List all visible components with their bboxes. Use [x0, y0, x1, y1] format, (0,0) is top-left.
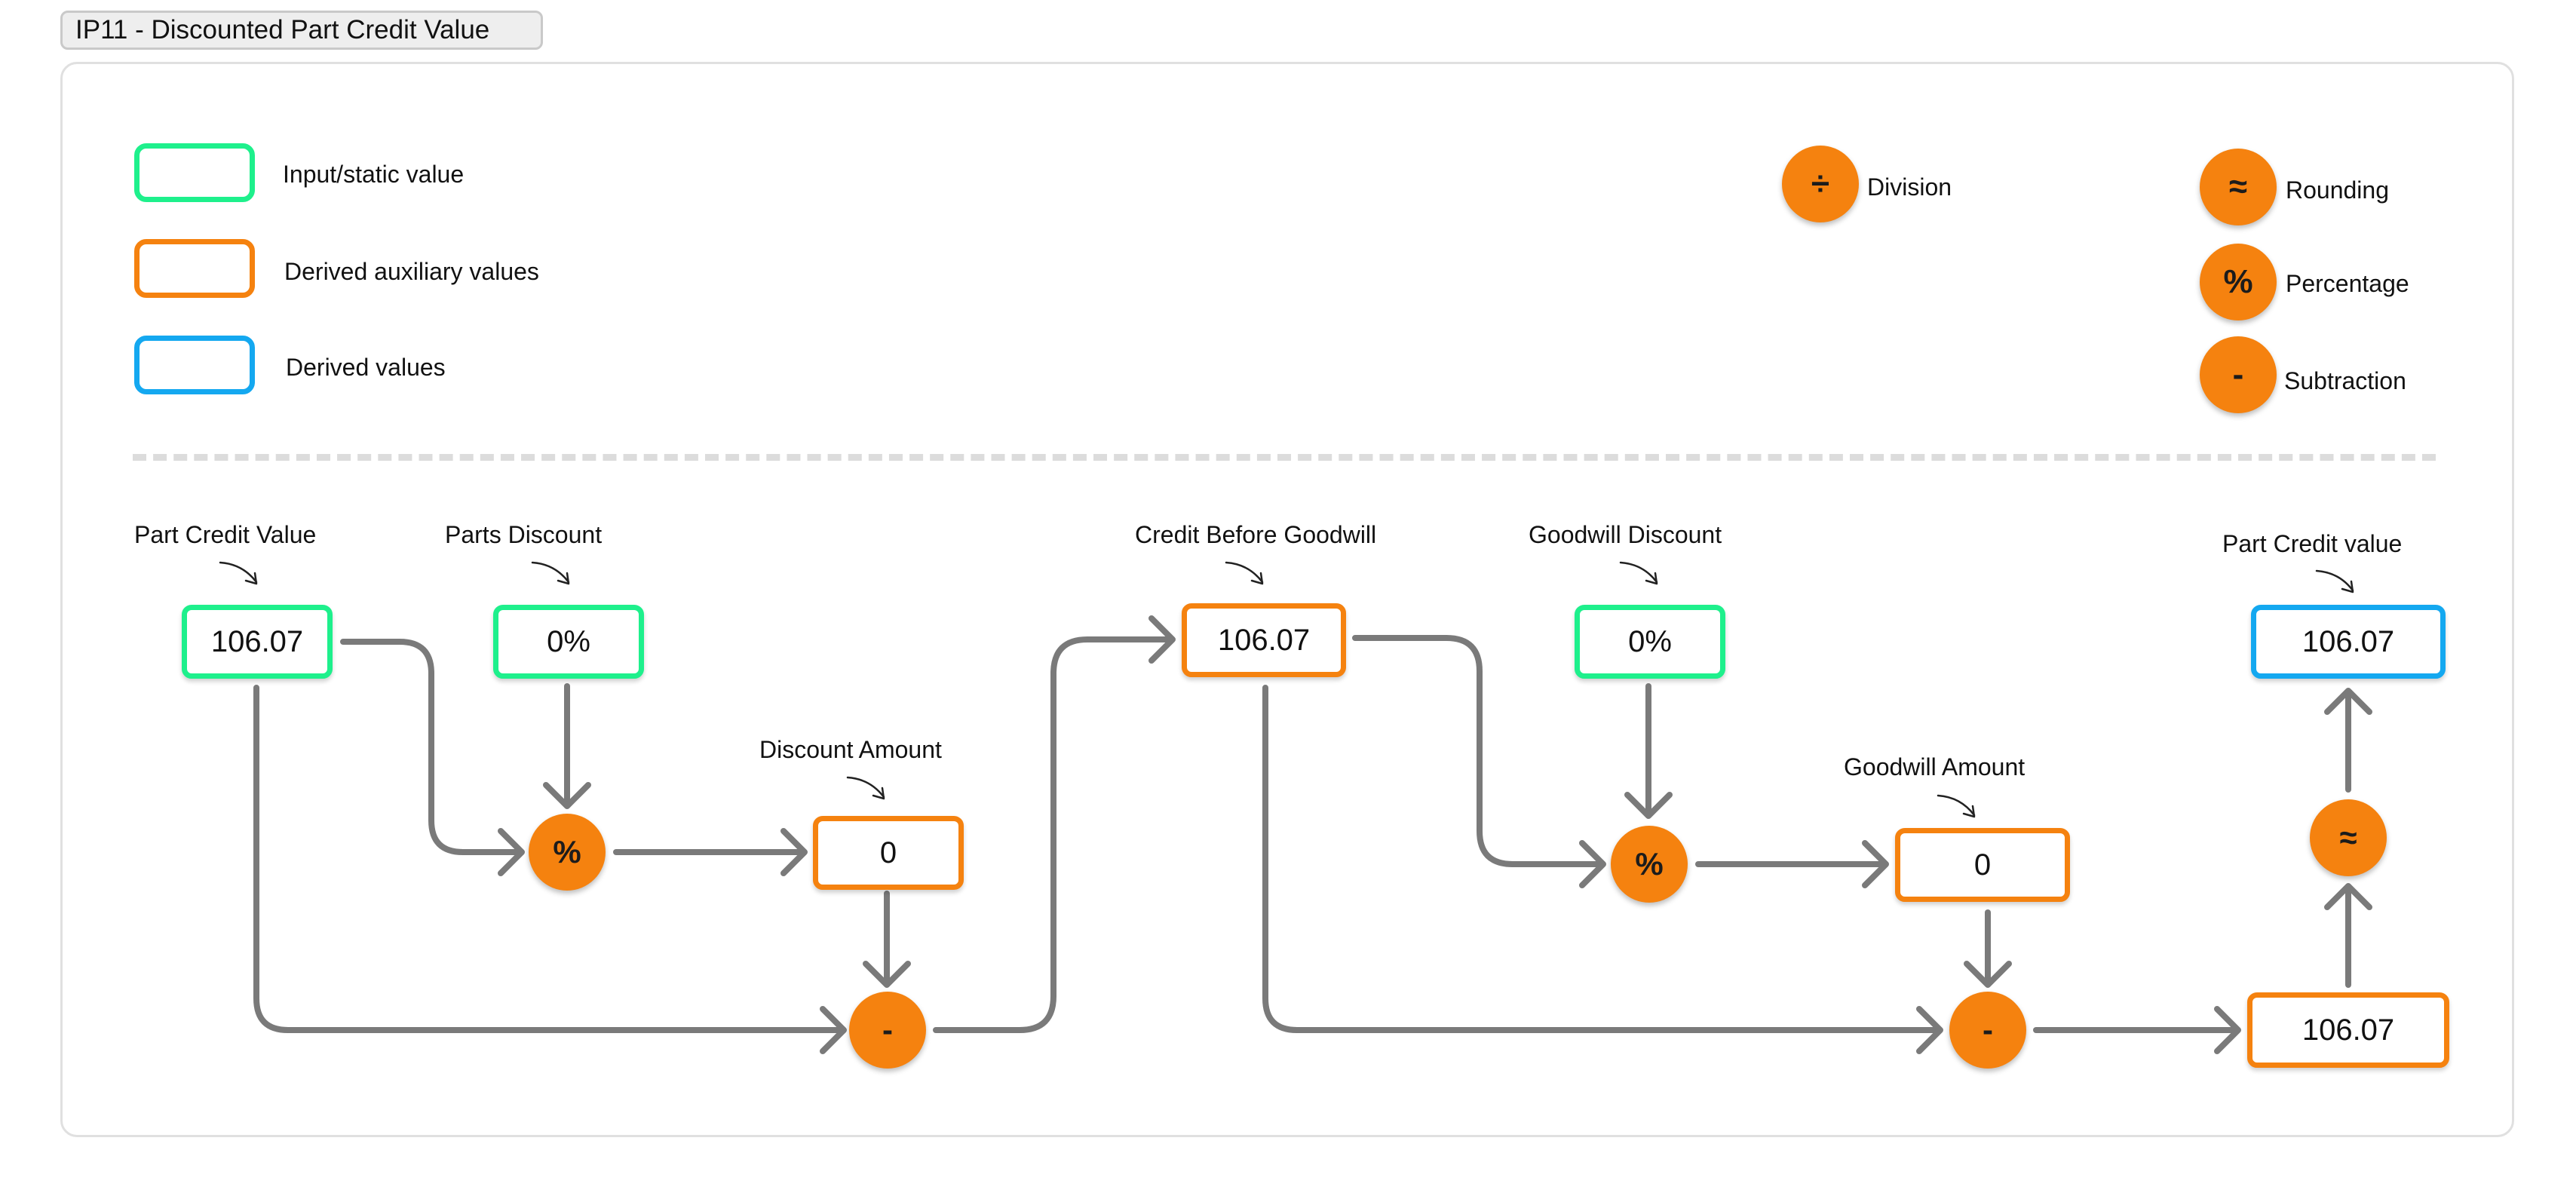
arrowhead	[1964, 961, 2012, 988]
goodwill-amount-box: 0	[1895, 828, 2070, 902]
legend-label-subtraction: Subtraction	[2284, 367, 2406, 394]
label-part-credit-value: Part Credit Value	[134, 521, 317, 548]
percentage-operator: %	[529, 814, 606, 891]
arrowhead	[498, 828, 525, 876]
diagram-title: IP11 - Discounted Part Credit Value	[60, 11, 543, 50]
legend-swatch-input-static	[134, 143, 255, 202]
legend-label-rounding: Rounding	[2286, 176, 2389, 204]
pointer-arrowhead	[1645, 572, 1658, 585]
pointer-arrowhead	[1962, 805, 1976, 818]
pointer-arrow	[219, 561, 258, 584]
legend-divider	[133, 454, 2436, 461]
arrowhead	[1624, 792, 1673, 819]
goodwill-discount-box: 0%	[1575, 605, 1725, 679]
pointer-arrowhead	[872, 787, 885, 800]
subtraction-operator: -	[1949, 992, 2026, 1069]
arrowhead	[780, 828, 808, 876]
pointer-arrow	[2315, 569, 2354, 592]
arrowhead	[1579, 840, 1606, 888]
rounding-operator: ≈	[2310, 799, 2387, 876]
credit-before-goodwill-box: 106.07	[1182, 603, 1346, 677]
connector-cbg-to-percentage	[1352, 635, 1605, 867]
pointer-arrow	[1937, 794, 1976, 817]
arrowhead	[2214, 1006, 2241, 1054]
arrowhead	[2324, 688, 2372, 715]
legend-label-percentage: Percentage	[2286, 270, 2409, 297]
pointer-arrowhead	[244, 572, 258, 585]
label-credit-before-goodwill: Credit Before Goodwill	[1135, 521, 1377, 548]
pointer-arrowhead	[1250, 572, 1264, 585]
legend-label-derived: Derived values	[286, 354, 446, 381]
legend-swatch-derived	[134, 336, 255, 394]
connector-subtraction-to-credit-before-goodwill	[933, 636, 1174, 1033]
arrowhead	[2324, 883, 2372, 910]
part-credit-value-box: 106.07	[182, 605, 333, 679]
arrowhead	[863, 961, 911, 988]
arrowhead	[1862, 840, 1889, 888]
connector-cbg-to-subtraction	[1262, 685, 1942, 1033]
label-goodwill-amount: Goodwill Amount	[1844, 753, 2026, 780]
arrowhead	[543, 782, 591, 809]
label-part-credit-value-result: Part Credit value	[2222, 530, 2403, 557]
connector-pcv-to-subtraction	[253, 685, 845, 1033]
pointer-arrow	[846, 776, 885, 799]
division-icon: ÷	[1782, 146, 1859, 222]
diagram-frame	[60, 62, 2514, 1137]
pointer-arrowhead	[2341, 580, 2354, 593]
pre-rounding-value-box: 106.07	[2247, 992, 2449, 1068]
legend-label-division: Division	[1867, 173, 1952, 201]
pointer-arrow	[1225, 561, 1264, 584]
part-credit-value-result-box: 106.07	[2251, 605, 2446, 679]
subtraction-operator: -	[849, 992, 926, 1069]
pointer-arrow	[1619, 561, 1658, 584]
discount-amount-box: 0	[813, 816, 964, 890]
arrowhead	[820, 1006, 847, 1054]
label-discount-amount: Discount Amount	[759, 736, 942, 763]
legend-label-input-static: Input/static value	[283, 161, 465, 188]
connector-pcv-to-percentage	[340, 639, 523, 855]
percentage-operator: %	[1611, 826, 1688, 903]
rounding-icon: ≈	[2200, 149, 2277, 225]
percentage-icon: %	[2200, 244, 2277, 320]
legend-swatch-derived-auxiliary	[134, 239, 255, 298]
arrowhead	[1916, 1006, 1943, 1054]
arrowhead	[1148, 615, 1176, 664]
label-goodwill-discount: Goodwill Discount	[1529, 521, 1722, 548]
legend-label-derived-auxiliary: Derived auxiliary values	[284, 258, 539, 285]
parts-discount-box: 0%	[493, 605, 644, 679]
label-parts-discount: Parts Discount	[445, 521, 603, 548]
pointer-arrow	[531, 561, 570, 584]
subtraction-icon: -	[2200, 336, 2277, 413]
pointer-arrowhead	[557, 572, 570, 585]
